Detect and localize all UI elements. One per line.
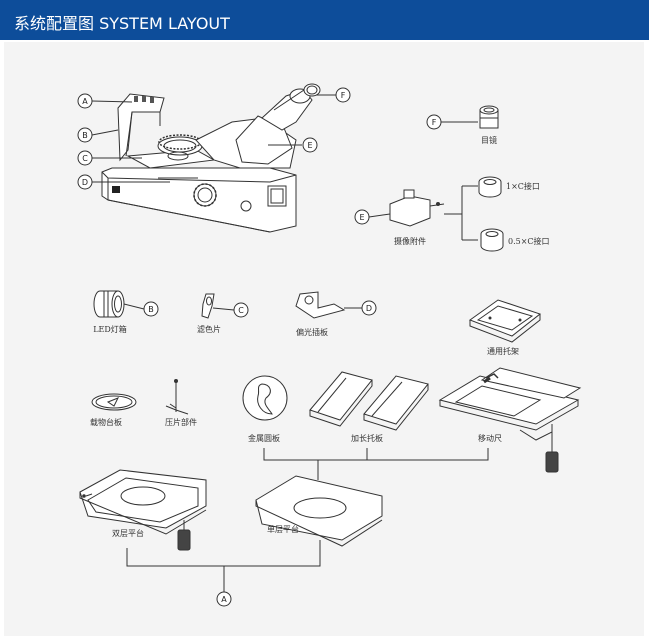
label-universal-holder: 通用托架 [487,346,519,356]
callout-c-filter: C [238,306,244,315]
label-single-stage: 单层平台 [267,524,299,534]
callouts-main: A B C D E F [77,87,351,190]
page-title: 系统配置图 SYSTEM LAYOUT [14,14,230,33]
bottom-bracket: A [126,540,321,607]
filter-group: C 滤色片 [197,293,249,334]
stage-plate-group: 载物台板 [90,393,137,427]
label-stage-plate: 载物台板 [90,417,122,427]
label-c-mount-1x: 1×C接口 [506,181,540,191]
universal-holder-group: 通用托架 [468,299,542,356]
label-camera-attachment: 摄像附件 [394,236,426,246]
camera-attachment-group: E 摄像附件 1×C接口 0.5×C接口 [354,176,550,252]
label-clip-parts: 压片部件 [165,417,197,427]
callout-b-top: B [82,131,88,140]
clip-parts-group: 压片部件 [165,379,197,427]
label-led-lamp-box: LED灯箱 [93,324,127,334]
callout-e-camera: E [359,213,364,222]
middle-bracket [263,448,489,480]
inverted-microscope [101,83,321,233]
callout-d-polarizer: D [366,304,372,313]
callout-c-top: C [82,154,88,163]
diagram-panel [4,42,644,636]
callout-e-top: E [307,141,312,150]
callout-f-eyepiece: F [432,118,437,127]
callout-b-lamp: B [148,305,154,314]
label-polarizer-slot: 偏光插板 [296,327,328,337]
label-metal-disc: 金属圆板 [248,433,280,443]
callout-d-top: D [82,178,88,187]
callout-a-bottom: A [221,595,227,604]
metal-disc-group: 金属圆板 [242,375,288,443]
polarizer-group: D 偏光插板 [295,291,377,337]
led-lamp-group: B LED灯箱 [93,290,159,334]
double-stage-group: 双层平台 [79,469,207,551]
single-stage-group: 单层平台 [255,475,383,547]
header-bar: 系统配置图 SYSTEM LAYOUT [0,0,649,40]
label-c-mount-05x: 0.5×C接口 [508,236,550,246]
label-eyepiece: 目镜 [481,135,497,145]
mechanical-stage-group: 移动尺 [438,367,582,473]
label-extended-holder: 加长托板 [351,433,383,443]
label-filter: 滤色片 [197,324,221,334]
eyepiece-group: F 目镜 [426,105,499,145]
callout-a-top: A [82,97,88,106]
callout-f-top: F [341,91,346,100]
extended-holder-group: 加长托板 [309,371,429,443]
label-mechanical-stage: 移动尺 [478,433,502,443]
label-double-stage: 双层平台 [112,528,144,538]
